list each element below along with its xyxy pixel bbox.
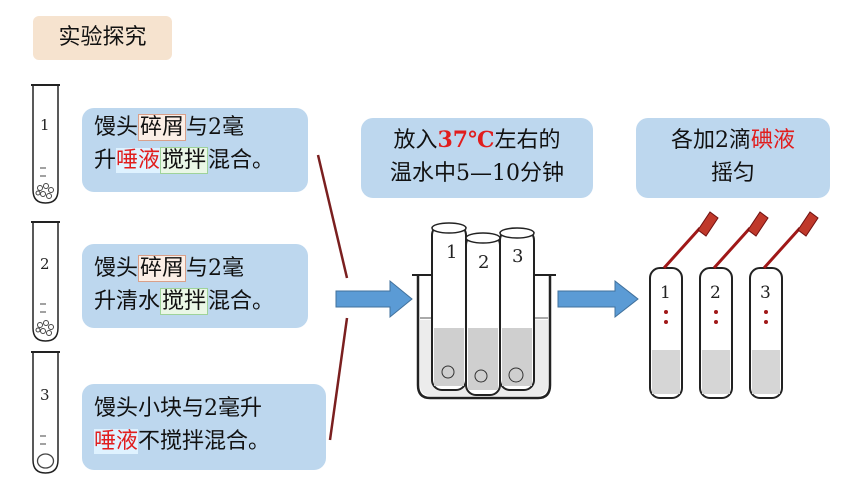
arrow-right-1: [335, 279, 413, 319]
section-title: 实验探究: [33, 16, 172, 60]
dropper-tube-label-3: 3: [760, 283, 771, 303]
tube-label-3: 3: [40, 386, 50, 404]
card-tube-1: 馒头碎屑与2毫 升唾液搅拌混合。: [82, 108, 308, 192]
tube-label-1: 1: [40, 116, 50, 134]
water-bath-beaker: 1 2 3: [412, 222, 556, 400]
step2-text-2: 左右的: [494, 128, 561, 153]
card-water-bath: 放入37℃左右的 温水中5—10分钟: [361, 118, 593, 198]
step2-temperature: 37℃: [437, 127, 495, 153]
connector-line-1: [316, 154, 349, 279]
card3-saliva: 唾液: [94, 429, 139, 454]
arrow-right-2: [557, 279, 639, 319]
card1-saliva: 唾液: [116, 148, 161, 173]
card1-text-4: 混合。: [208, 148, 275, 173]
card2-text-2: 与2毫: [186, 256, 245, 281]
step2-line-2: 温水中5—10分钟: [390, 161, 564, 186]
card1-highlight-crumbs: 碎屑: [138, 114, 187, 141]
card2-text-3: 升清水: [94, 289, 161, 314]
card1-text-1: 馒头: [94, 115, 139, 140]
card-iodine: 各加2滴碘液 摇匀: [636, 118, 830, 198]
card2-highlight-stir: 搅拌: [160, 288, 209, 315]
dropper-tube-3: 3: [749, 211, 819, 399]
dropper-tube-2: 2: [699, 211, 769, 399]
dropper-tube-label-2: 2: [710, 283, 721, 303]
tube-label-2: 2: [40, 255, 50, 273]
dropper-tube-1: 1: [649, 211, 719, 399]
card1-highlight-stir: 搅拌: [160, 147, 209, 174]
beaker-tube-label-2: 2: [478, 252, 489, 273]
step2-text-1: 放入: [393, 128, 438, 153]
step3-text-1: 各加2滴: [670, 128, 751, 153]
card2-text-1: 馒头: [94, 256, 139, 281]
beaker-tube-label-3: 3: [512, 246, 523, 267]
step3-iodine: 碘液: [750, 128, 795, 153]
test-tube-2: [31, 221, 60, 342]
card2-highlight-crumbs: 碎屑: [138, 255, 187, 282]
step3-line-2: 摇匀: [710, 161, 755, 186]
card1-text-2: 与2毫: [186, 115, 245, 140]
test-tube-1: [31, 84, 60, 204]
card2-text-4: 混合。: [208, 289, 275, 314]
card-tube-3: 馒头小块与2毫升 唾液不搅拌混合。: [82, 384, 326, 470]
connector-line-3: [328, 317, 349, 441]
card3-line-1: 馒头小块与2毫升: [94, 396, 262, 421]
test-tube-3: [31, 351, 60, 474]
card-tube-2: 馒头碎屑与2毫 升清水搅拌混合。: [82, 244, 308, 328]
card3-text-rest: 不搅拌混合。: [138, 429, 271, 454]
dropper-tube-label-1: 1: [660, 283, 671, 303]
card1-text-3: 升: [94, 148, 117, 173]
beaker-tube-label-1: 1: [446, 242, 457, 263]
